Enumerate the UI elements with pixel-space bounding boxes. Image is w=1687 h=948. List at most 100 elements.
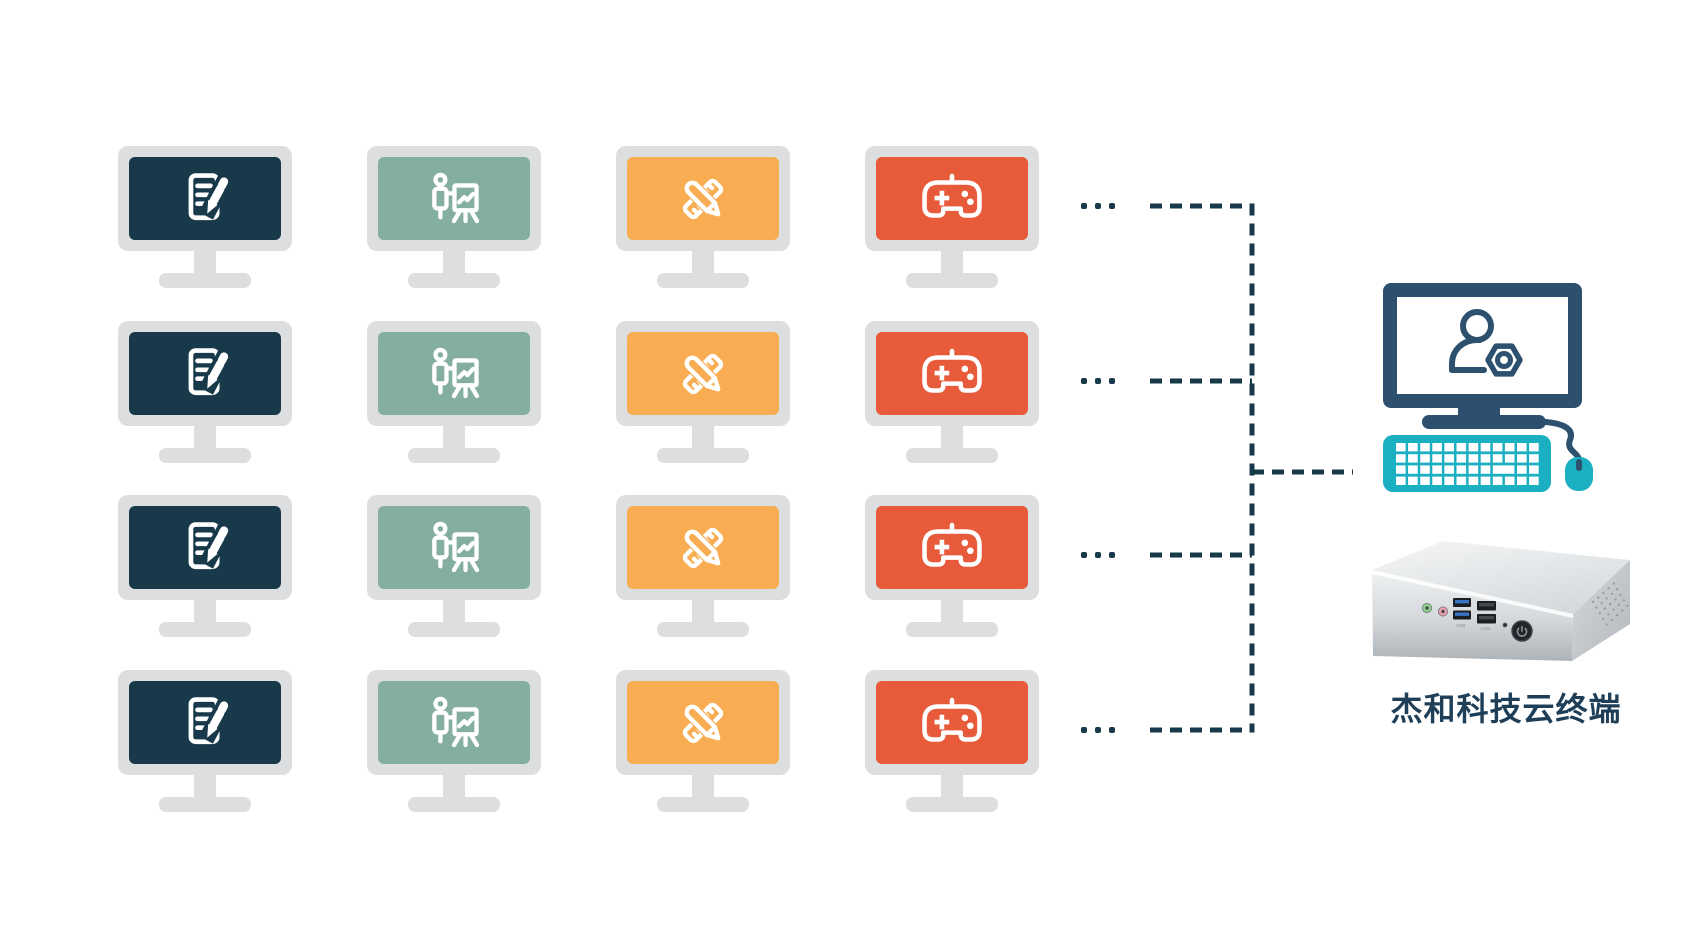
ellipsis-dot	[1081, 727, 1087, 733]
keyboard-key	[1444, 454, 1454, 463]
usb-label-right: USB	[1481, 626, 1490, 631]
keyboard-key	[1432, 454, 1442, 463]
document-edit-icon	[188, 521, 233, 569]
monitor-stand-base	[657, 273, 749, 288]
keyboard-key	[1420, 476, 1430, 485]
keyboard-key	[1504, 454, 1515, 463]
gamepad-icon	[922, 173, 982, 218]
client-monitor-presentation	[367, 146, 541, 288]
keyboard-key	[1456, 476, 1467, 485]
monitor-stand-base	[159, 797, 251, 812]
mini-pc-top-face	[1372, 541, 1630, 614]
keyboard-key	[1517, 465, 1527, 474]
keyboard-key	[1529, 454, 1539, 463]
keyboard-key	[1468, 465, 1479, 474]
keyboard-key	[1396, 443, 1406, 452]
ruler-pencil-icon	[682, 527, 724, 568]
monitor-stand-base	[906, 273, 998, 288]
keyboard-key	[1408, 443, 1418, 452]
client-monitor-design	[616, 670, 790, 812]
client-monitor-document-editing	[118, 670, 292, 812]
keyboard-key	[1480, 454, 1491, 463]
client-monitor-gaming	[865, 670, 1039, 812]
monitor-frame	[367, 670, 541, 775]
monitor-stand-neck	[443, 250, 465, 276]
monitor-screen-design	[627, 506, 779, 589]
gamepad-icon	[922, 697, 982, 742]
document-edit-icon	[188, 696, 233, 744]
client-monitor-presentation	[367, 670, 541, 812]
host-keyboard	[1383, 435, 1551, 492]
monitor-stand-base	[408, 622, 500, 637]
mini-pc-front-ports: USB USB	[1422, 598, 1533, 642]
keyboard-key	[1480, 476, 1491, 485]
ellipsis-dot	[1095, 552, 1101, 558]
monitor-screen-gaming	[876, 157, 1028, 240]
keyboard-key	[1529, 476, 1539, 485]
monitor-stand-neck	[194, 250, 216, 276]
client-monitor-presentation	[367, 321, 541, 463]
mini-pc-caption: 杰和科技云终端	[1390, 691, 1622, 727]
keyboard-key	[1408, 465, 1418, 474]
monitor-stand-neck	[692, 599, 714, 625]
monitor-screen-presentation	[378, 681, 530, 764]
gamepad-icon	[922, 348, 982, 393]
keyboard-key	[1492, 465, 1515, 474]
ruler-pencil-icon	[682, 353, 724, 394]
keyboard-key	[1444, 476, 1454, 485]
ellipsis-dot	[1081, 552, 1087, 558]
monitor-screen-gaming	[876, 332, 1028, 415]
keyboard-key	[1504, 443, 1515, 452]
presentation-chart-icon	[432, 521, 480, 572]
ellipsis-dot	[1095, 203, 1101, 209]
document-edit-icon	[188, 347, 233, 395]
monitor-frame	[118, 670, 292, 775]
monitor-screen-presentation	[378, 332, 530, 415]
host-mouse	[1565, 457, 1593, 491]
host-workstation	[1383, 283, 1593, 492]
keyboard-key	[1492, 454, 1503, 463]
monitor-stand-base	[159, 448, 251, 463]
host-monitor	[1383, 283, 1582, 429]
client-monitor-gaming	[865, 495, 1039, 637]
monitor-screen-presentation	[378, 157, 530, 240]
monitor-stand-base	[906, 622, 998, 637]
mini-pc: USB USB	[1372, 541, 1630, 661]
monitor-stand-neck	[692, 250, 714, 276]
reset-hole	[1502, 622, 1508, 628]
monitor-frame	[616, 321, 790, 426]
monitor-frame	[367, 146, 541, 251]
monitor-screen-document-editing	[129, 157, 281, 240]
ellipsis-dot	[1095, 378, 1101, 384]
monitor-frame	[367, 321, 541, 426]
monitor-stand-base	[657, 622, 749, 637]
keyboard-key	[1396, 465, 1406, 474]
monitor-stand-base	[906, 448, 998, 463]
document-edit-icon	[188, 172, 233, 220]
keyboard-key	[1444, 465, 1454, 474]
monitor-screen-presentation	[378, 506, 530, 589]
mini-pc-side-face	[1572, 560, 1630, 661]
keyboard-key	[1456, 443, 1467, 452]
monitor-screen-gaming	[876, 681, 1028, 764]
monitor-stand-neck	[194, 774, 216, 800]
client-monitor-gaming	[865, 146, 1039, 288]
ruler-pencil-icon	[682, 178, 724, 219]
keyboard-key	[1396, 454, 1406, 463]
monitor-stand-neck	[941, 250, 963, 276]
vent-grille	[1591, 582, 1629, 626]
keyboard-key	[1432, 476, 1442, 485]
keyboard-key	[1432, 465, 1442, 474]
host-monitor-base	[1422, 415, 1546, 429]
client-monitor-document-editing	[118, 321, 292, 463]
monitor-screen-design	[627, 157, 779, 240]
monitor-screen-design	[627, 681, 779, 764]
monitor-frame	[865, 670, 1039, 775]
keyboard-key	[1456, 465, 1467, 474]
monitor-frame	[616, 495, 790, 600]
ellipsis-dot	[1109, 552, 1115, 558]
monitor-stand-neck	[443, 599, 465, 625]
ellipsis-dot	[1081, 203, 1087, 209]
monitor-stand-base	[657, 448, 749, 463]
presentation-chart-icon	[432, 347, 480, 398]
